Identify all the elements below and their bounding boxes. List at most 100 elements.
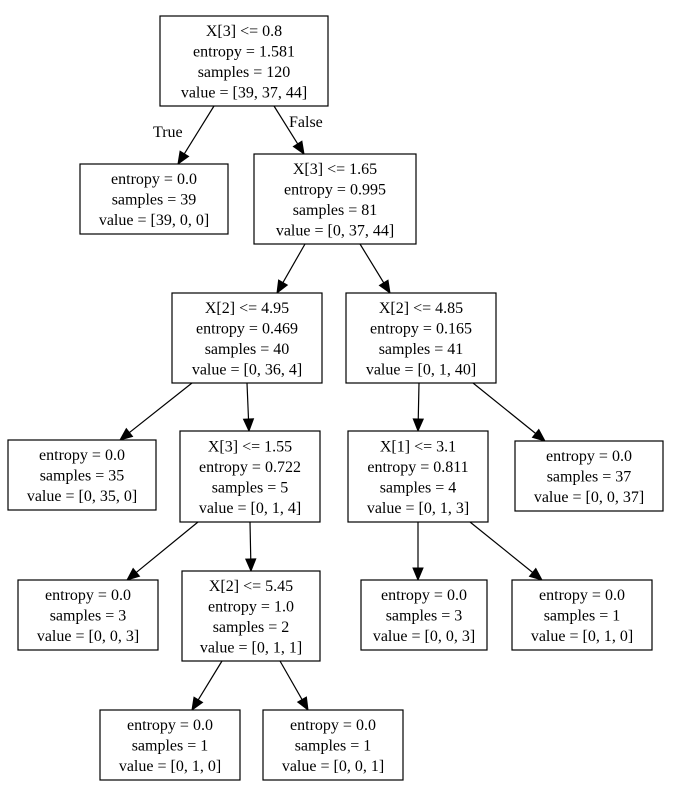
node-text-line: value = [0, 0, 1]: [282, 758, 384, 775]
node-box: [171, 292, 323, 384]
node-box: [99, 709, 241, 781]
node-text-line: entropy = 0.0: [45, 587, 131, 604]
edge-n10-n14: [279, 660, 309, 712]
tree-node-n14: entropy = 0.0 samples = 1 value = [0, 0, 1…: [262, 709, 404, 781]
edge-n7-n12: [469, 521, 544, 581]
node-text-line: samples = 3: [50, 608, 127, 625]
edge-n3-n5: [118, 382, 193, 441]
edge-n2-n4: [359, 243, 391, 295]
edge-line: [183, 105, 215, 155]
node-text-line: entropy = 0.0: [546, 448, 632, 465]
arrow-head: [125, 567, 141, 581]
node-text-line: entropy = 0.0: [39, 447, 125, 464]
edge-n0-n1: True: [153, 105, 215, 166]
node-text-line: entropy = 0.0: [381, 587, 467, 604]
edge-line: [282, 243, 306, 283]
node-text-line: value = [0, 36, 4]: [192, 361, 302, 378]
edge-line: [469, 521, 534, 573]
edge-n2-n3: [276, 243, 306, 295]
node-text-line: value = [0, 1, 1]: [200, 639, 302, 656]
edge-n7-n11: [412, 522, 424, 582]
node-text-line: entropy = 0.469: [196, 320, 298, 337]
node-box: [159, 15, 329, 107]
node-text-line: entropy = 0.811: [367, 459, 468, 476]
node-box: [7, 439, 157, 511]
node-text-line: value = [0, 0, 3]: [37, 628, 139, 645]
node-text-line: value = [0, 1, 4]: [199, 500, 301, 517]
edge-n6-n10: [244, 521, 257, 573]
node-text-line: X[3] <= 0.8: [206, 23, 282, 40]
node-text-line: entropy = 0.722: [199, 459, 301, 476]
edge-label-true: True: [153, 124, 183, 141]
arrow-head: [531, 428, 547, 442]
node-text-line: entropy = 1.581: [193, 43, 295, 60]
node-box: [181, 570, 321, 662]
node-text-line: samples = 39: [112, 192, 197, 209]
node-text-line: samples = 41: [379, 341, 464, 358]
node-text-line: samples = 5: [212, 479, 289, 496]
tree-node-n12: entropy = 0.0 samples = 1 value = [0, 1, 0…: [511, 579, 653, 651]
edge-n4-n8: [472, 382, 547, 442]
node-text-line: entropy = 0.165: [370, 320, 472, 337]
node-text-line: value = [0, 35, 0]: [27, 488, 137, 505]
edge-line: [249, 521, 252, 560]
nodes-layer: X[3] <= 0.8 entropy = 1.581 samples = 120 v…: [7, 15, 664, 781]
edge-n4-n7: [412, 382, 425, 433]
node-text-line: X[2] <= 5.45: [209, 578, 293, 595]
node-box: [17, 579, 159, 651]
edge-n6-n9: [125, 521, 199, 581]
node-text-line: X[1] <= 3.1: [380, 438, 456, 455]
edge-line: [273, 105, 299, 145]
node-text-line: entropy = 1.0: [208, 598, 294, 615]
node-box: [345, 292, 497, 384]
node-box: [514, 440, 664, 512]
node-text-line: samples = 81: [293, 202, 378, 219]
tree-node-n8: entropy = 0.0 samples = 37 value = [0, 0, …: [514, 440, 664, 512]
arrow-head: [118, 427, 134, 441]
edge-n3-n6: [242, 382, 255, 433]
arrow-head: [412, 567, 424, 582]
tree-node-n6: X[3] <= 1.55 entropy = 0.722 samples = 5 va…: [179, 430, 321, 523]
tree-node-n10: X[2] <= 5.45 entropy = 1.0 samples = 2 valu…: [181, 570, 321, 662]
node-text-line: samples = 1: [544, 608, 621, 625]
node-text-line: samples = 35: [40, 468, 125, 485]
arrow-head: [276, 279, 289, 295]
node-text-line: X[2] <= 4.85: [379, 300, 463, 317]
node-text-line: entropy = 0.0: [127, 717, 213, 734]
tree-node-n5: entropy = 0.0 samples = 35 value = [0, 35,…: [7, 439, 157, 511]
node-text-line: X[3] <= 1.65: [293, 161, 377, 178]
edge-line: [246, 382, 250, 420]
tree-node-n9: entropy = 0.0 samples = 3 value = [0, 0, 3…: [17, 579, 159, 651]
node-text-line: value = [0, 1, 3]: [367, 500, 469, 517]
edge-line: [279, 660, 303, 700]
arrow-head: [177, 150, 190, 166]
arrow-head: [296, 696, 309, 712]
node-text-line: samples = 1: [295, 738, 372, 755]
node-text-line: samples = 1: [132, 738, 209, 755]
node-text-line: samples = 120: [198, 64, 291, 81]
node-text-line: samples = 2: [213, 619, 290, 636]
node-text-line: samples = 37: [547, 469, 632, 486]
node-text-line: value = [0, 1, 0]: [531, 628, 633, 645]
node-text-line: value = [0, 0, 37]: [534, 489, 644, 506]
edge-label-false: False: [289, 114, 323, 131]
node-text-line: entropy = 0.0: [539, 587, 625, 604]
edge-line: [472, 382, 537, 434]
arrow-head: [528, 567, 544, 581]
node-text-line: value = [0, 37, 44]: [276, 222, 394, 239]
node-box: [262, 709, 404, 781]
edge-line: [359, 243, 385, 284]
node-text-line: entropy = 0.0: [290, 717, 376, 734]
edge-n10-n13: [191, 660, 223, 712]
node-text-line: X[3] <= 1.55: [208, 438, 292, 455]
node-text-line: value = [0, 0, 3]: [373, 628, 475, 645]
node-text-line: entropy = 0.995: [284, 181, 386, 198]
arrow-head: [412, 418, 425, 433]
